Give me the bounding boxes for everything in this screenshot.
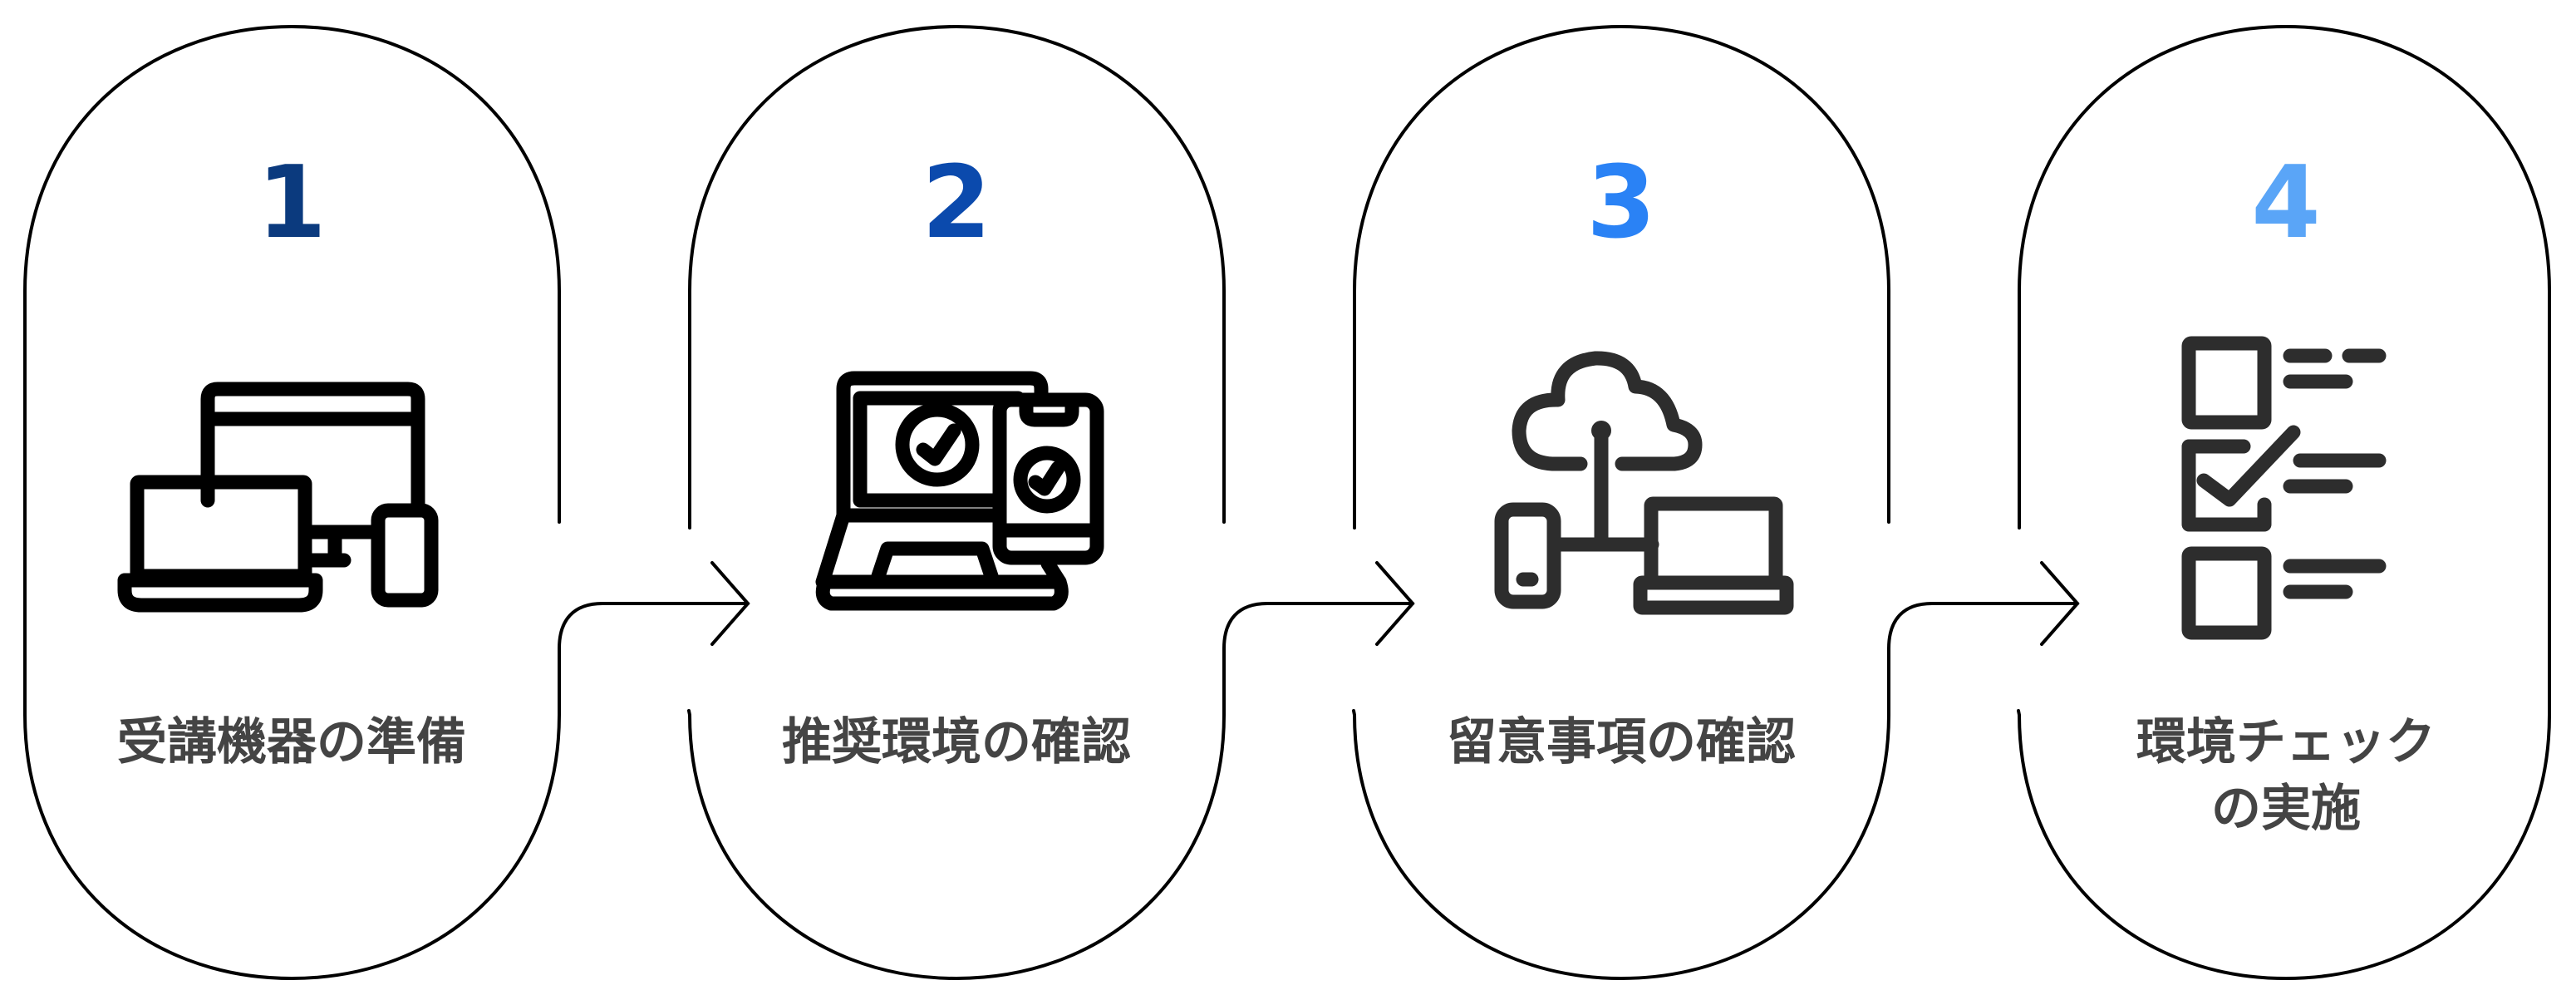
cloud-network-icon	[1494, 351, 1794, 615]
step-3-outline	[1352, 24, 1890, 981]
step-3: 3 留意事項の確認	[1352, 24, 1890, 981]
devices-icon	[117, 382, 439, 613]
step-2: 2 推奨環境の確認	[687, 24, 1226, 981]
arrow-right-icon	[710, 561, 750, 646]
step-4: 4 環境チェック の実施	[2017, 24, 2551, 981]
checklist-icon	[2181, 336, 2387, 640]
step-4-number: 4	[2251, 145, 2321, 261]
connector-2-3	[1222, 561, 1415, 650]
step-2-number: 2	[922, 145, 991, 261]
connector-1-2	[558, 561, 750, 650]
step-3-number: 3	[1586, 145, 1656, 261]
step-2-outline	[687, 24, 1226, 981]
step-1-label: 受講機器の準備	[117, 713, 466, 771]
step-2-label: 推奨環境の確認	[782, 713, 1131, 771]
step-1-number: 1	[257, 145, 327, 261]
step-4-outline	[2017, 24, 2551, 981]
arrow-right-icon	[2040, 561, 2080, 646]
laptop-phone-check-icon	[815, 371, 1104, 611]
step-3-label: 留意事項の確認	[1447, 713, 1796, 771]
arrow-right-icon	[1375, 561, 1415, 646]
step-1-outline	[23, 24, 561, 981]
step-4-label-line-2: の実施	[2211, 780, 2361, 838]
step-1: 1 受講機器の準備	[23, 24, 561, 981]
step-4-label-line-1: 環境チェック	[2136, 713, 2436, 771]
connector-3-4	[1887, 561, 2080, 650]
